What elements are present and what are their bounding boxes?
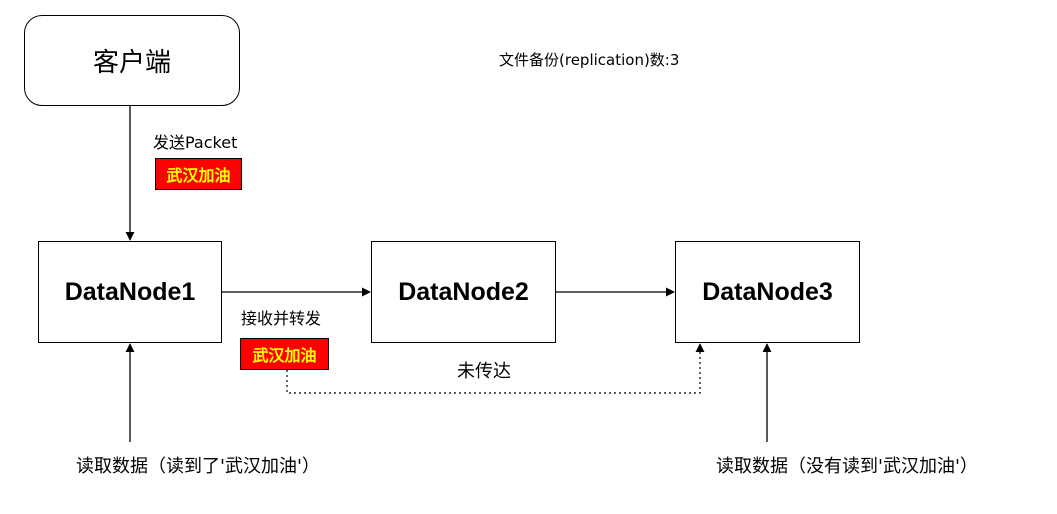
reader2-label: 读取数据（没有读到'武汉加油'）: [716, 456, 978, 477]
send-packet-label: 发送Packet: [153, 133, 238, 152]
packet-data-tag: 武汉加油: [155, 158, 242, 190]
client-label: 客户端: [92, 48, 171, 78]
datanode1-label: DataNode1: [64, 277, 196, 306]
datanode2-label: DataNode2: [398, 277, 529, 306]
relay-data-tag: 武汉加油: [240, 338, 329, 370]
undelivered-dotted-arrow: [286, 343, 705, 394]
datanode3: DataNode3: [675, 241, 860, 343]
replication-note: 文件备份(replication)数:3: [499, 51, 680, 69]
relay-data-text: 武汉加油: [252, 346, 317, 365]
relay-label: 接收并转发: [241, 309, 322, 328]
undelivered-label: 未传达: [457, 361, 511, 382]
packet-data-text: 武汉加油: [166, 166, 231, 185]
reader1-label: 读取数据（读到了'武汉加油'）: [76, 456, 320, 477]
datanode1: DataNode1: [38, 241, 222, 343]
client-node: 客户端: [24, 15, 240, 106]
datanode2: DataNode2: [371, 241, 556, 343]
datanode3-label: DataNode3: [702, 277, 833, 306]
